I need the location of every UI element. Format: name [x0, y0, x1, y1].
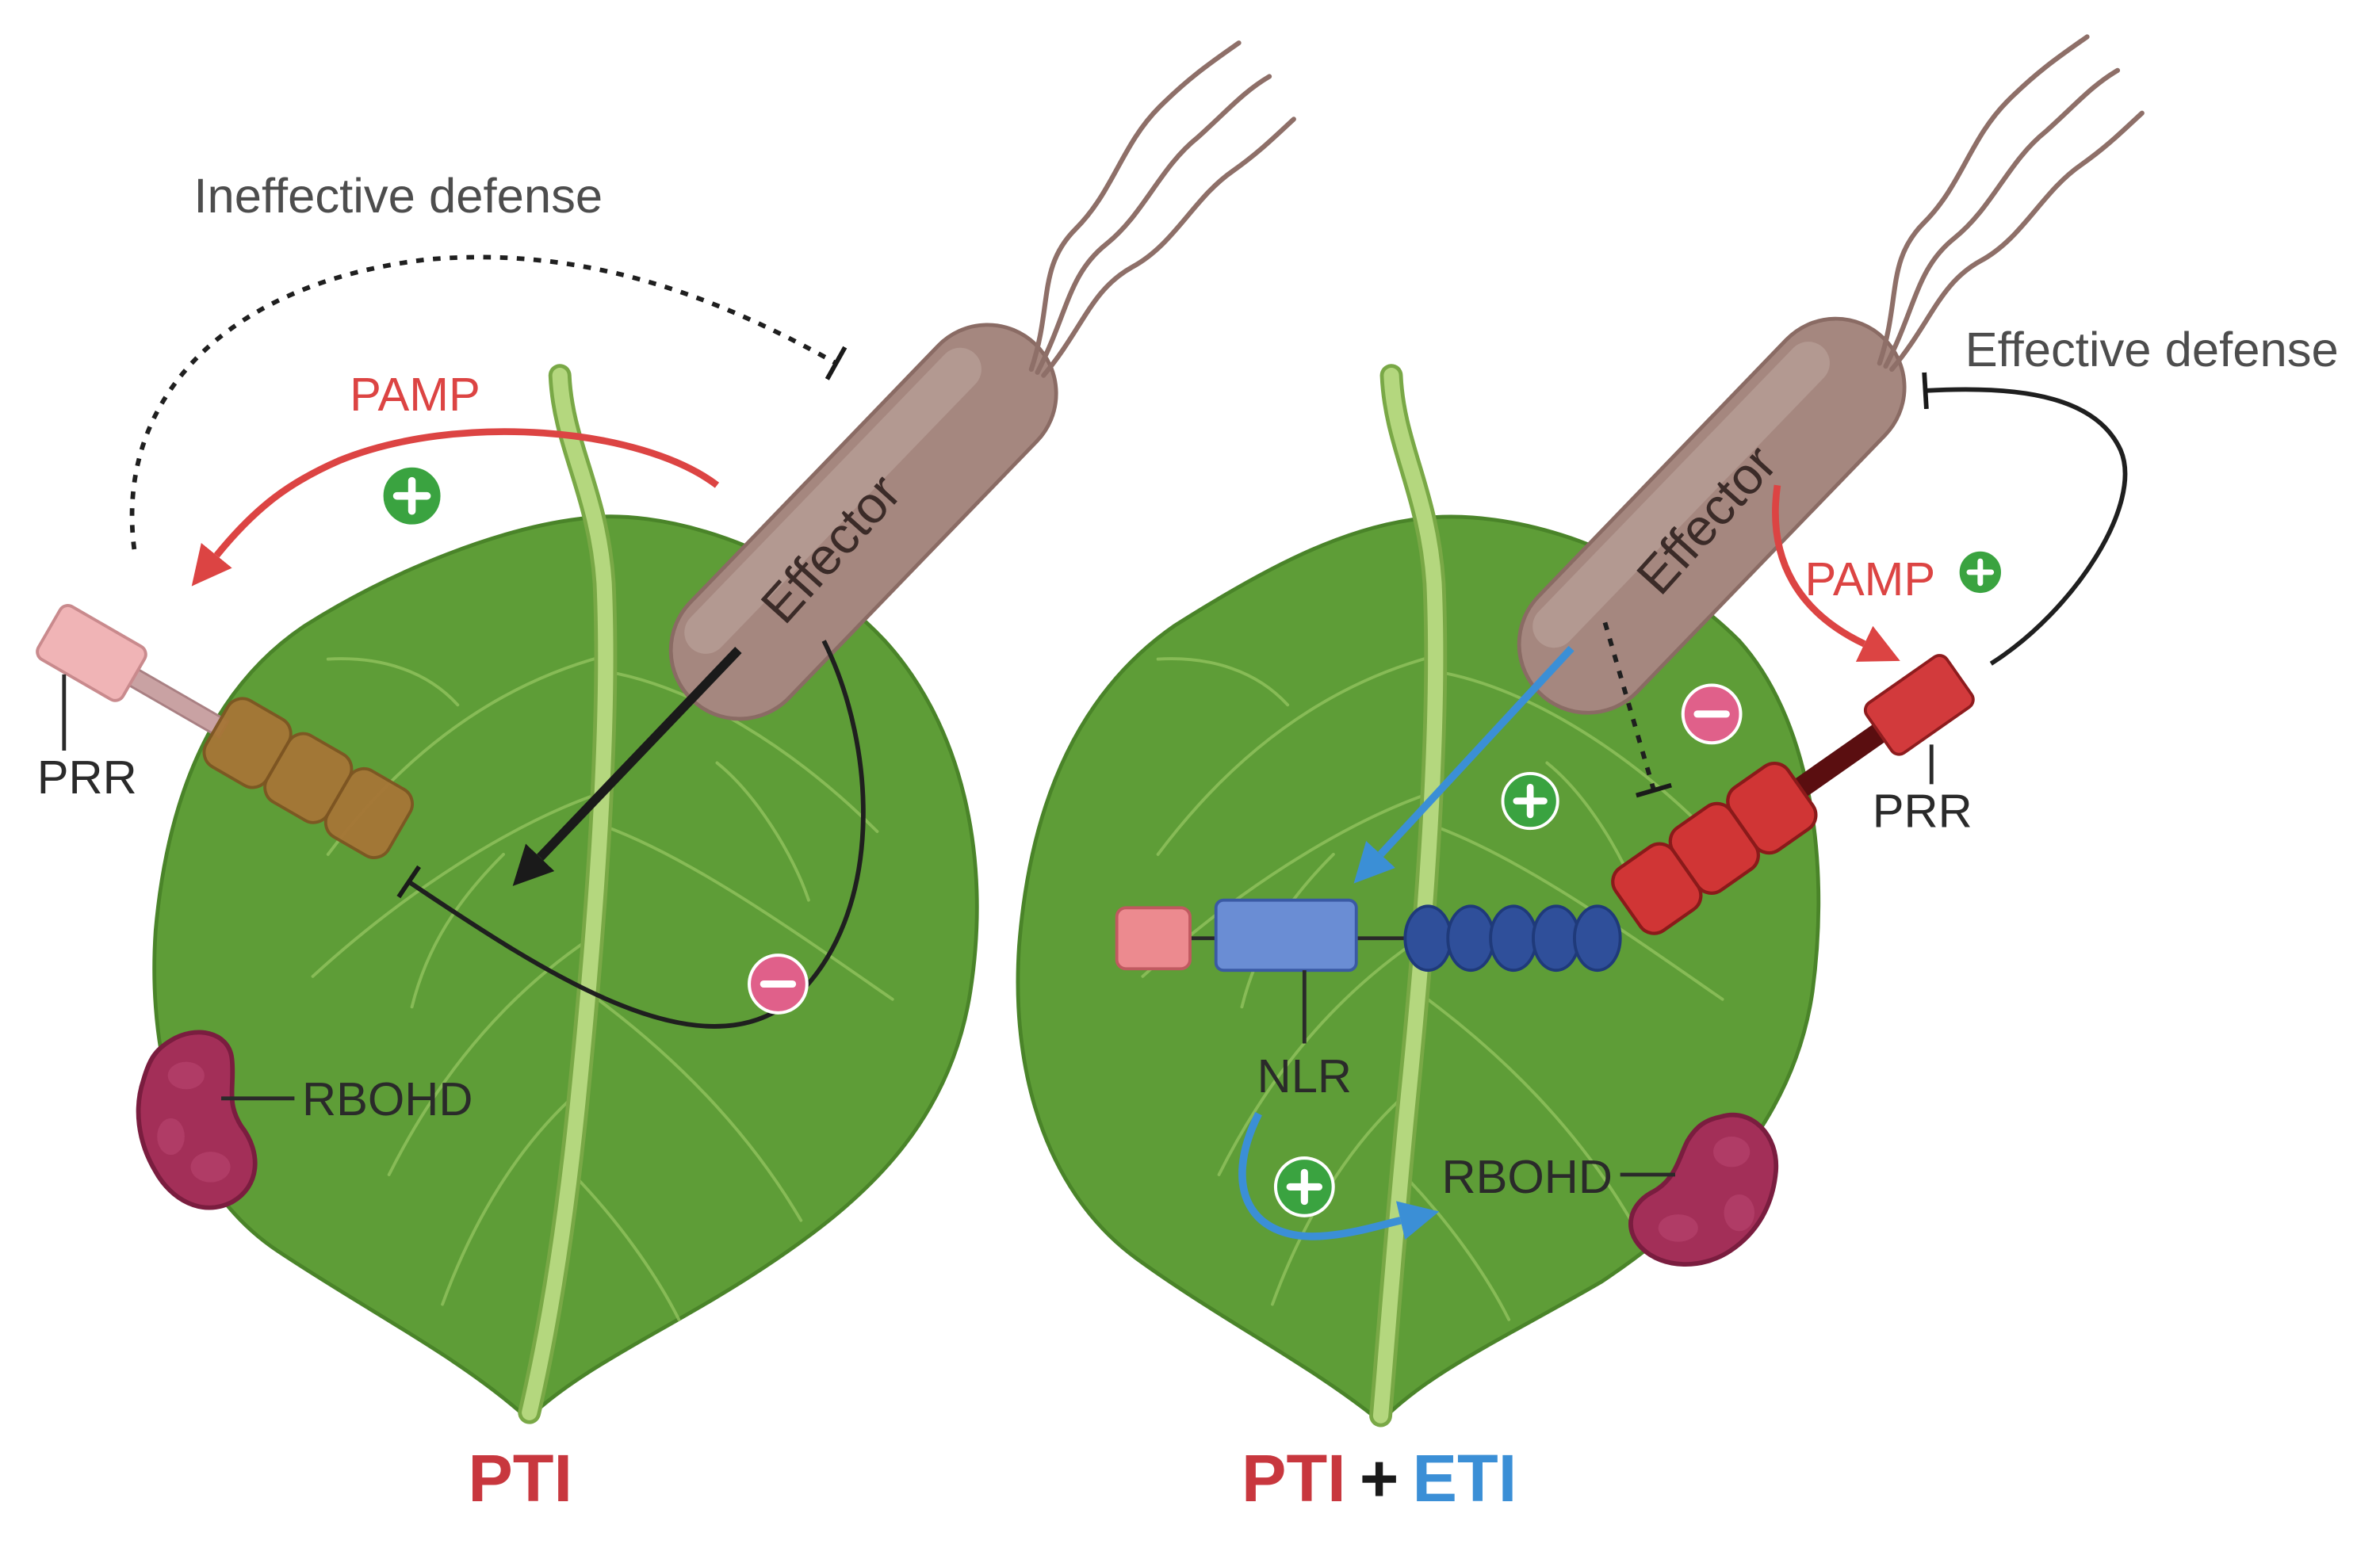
panel-pti-eti: NLR RBOHD PRR Effector Effective defense… [1016, 36, 2339, 1515]
ineffective-defense-arc [129, 254, 848, 550]
effector-inhibition-dashed [1602, 621, 1672, 798]
prr-left-label: PRR [37, 751, 137, 804]
effector-left-minus-icon [749, 955, 807, 1013]
title-pti-right: PTI [1242, 1440, 1346, 1515]
nlr-activation-plus-icon [1502, 774, 1557, 828]
prr-left [36, 604, 414, 859]
leaf-stem-right [1372, 368, 1444, 1424]
panel-pti: RBOHD PRR Effector Ineffective defense P… [36, 43, 1294, 1515]
nlr-receptor [1115, 898, 1622, 973]
effector-right-minus-icon [1683, 686, 1741, 743]
rbohd-right-label: RBOHD [1442, 1150, 1613, 1203]
title-pti: PTI [468, 1440, 572, 1515]
effector-to-nlr-arrow [1353, 645, 1575, 884]
pamp-left-plus-icon [381, 466, 442, 526]
pamp-arrow-right [1772, 484, 1900, 662]
rbohd-activation-plus-icon [1276, 1158, 1333, 1216]
nlr-label: NLR [1257, 1049, 1352, 1103]
effective-defense-arc [1922, 372, 2128, 666]
bacterium-right [1490, 36, 2142, 741]
pamp-arrow-left [191, 428, 720, 587]
rbohd-left-label: RBOHD [302, 1072, 473, 1126]
nlr-to-rbohd-arrow [1238, 1111, 1440, 1240]
prr-right-label: PRR [1873, 784, 1972, 837]
rbohd-right [1628, 1112, 1779, 1267]
title-plus: + [1360, 1440, 1399, 1515]
leaf-stem-left [522, 368, 614, 1420]
pamp-right-label: PAMP [1805, 552, 1936, 606]
ineffective-defense-label: Ineffective defense [193, 169, 603, 224]
pamp-left-label: PAMP [350, 368, 480, 421]
pamp-right-plus-icon [1958, 550, 2002, 594]
title-eti: ETI [1413, 1440, 1517, 1515]
prr-right [1611, 654, 1975, 935]
rbohd-left [136, 1030, 258, 1210]
effector-arrow-left [512, 647, 742, 886]
effective-defense-label: Effective defense [1965, 323, 2339, 377]
